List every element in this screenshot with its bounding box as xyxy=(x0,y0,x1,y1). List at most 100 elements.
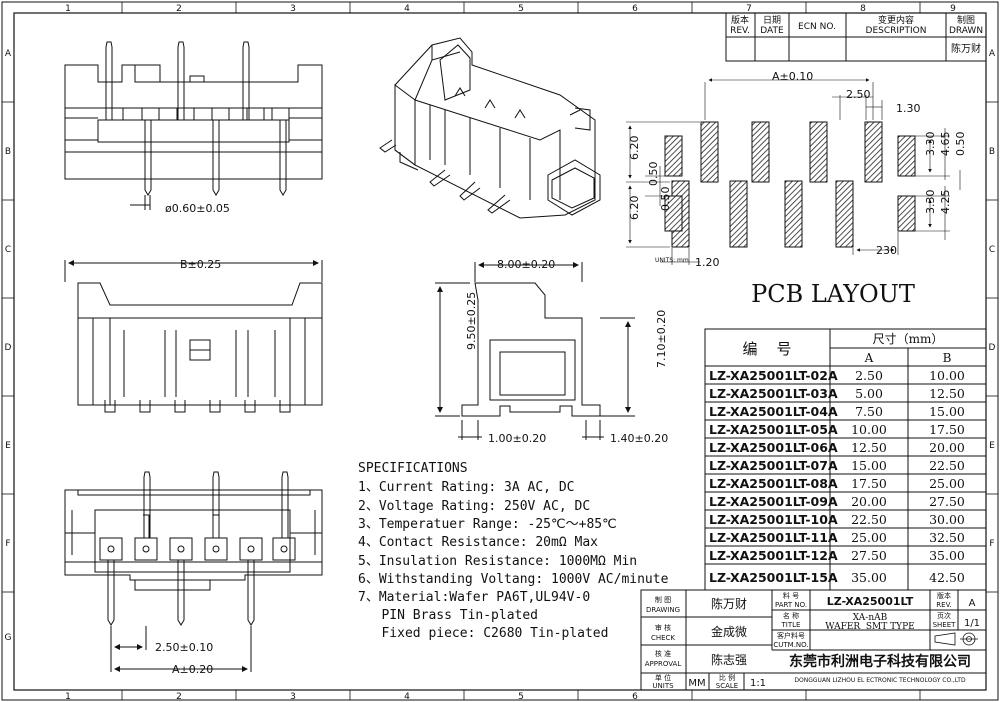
pcb-right-330-top: 3.30 xyxy=(924,132,937,157)
table-row-b: 27.50 xyxy=(929,494,965,509)
side-height-dim: 9.50±0.25 xyxy=(465,292,478,350)
col-label: 3 xyxy=(290,692,296,702)
rev-value: A xyxy=(969,598,976,609)
sheet-cn: 页次 xyxy=(937,611,951,620)
table-row-pn: LZ-XA25001LT-04A xyxy=(709,404,838,419)
pcb-left-bot-height: 6.20 xyxy=(628,196,641,221)
table-row-a: 2.50 xyxy=(855,368,883,383)
side-width-dim: 8.00±0.20 xyxy=(497,258,555,271)
company-cn: 东莞市利洲电子科技有限公司 xyxy=(789,653,971,670)
pcb-layout: A±0.10 2.50 1.30 6.20 6.20 0.50 0.50 3.3… xyxy=(626,70,967,308)
table-header-size: 尺寸（mm） xyxy=(873,332,944,346)
anchor-pad xyxy=(664,195,683,232)
table-header-pn: 编 号 xyxy=(742,340,791,358)
table-row-a: 27.50 xyxy=(851,548,887,563)
row-label: D xyxy=(5,343,12,353)
b-dim: B±0.25 xyxy=(180,258,221,271)
table-row-pn: LZ-XA25001LT-10A xyxy=(709,512,838,527)
company-en: DONGGUAN LIZHOU EL ECTRONIC TECHNOLOGY C… xyxy=(794,677,966,684)
table-row-b: 25.00 xyxy=(929,476,965,491)
col-label: 2 xyxy=(176,692,182,702)
table-row-b: 20.00 xyxy=(929,440,965,455)
spec-line: 2、Voltage Rating: 250V AC, DC xyxy=(358,499,590,514)
title-en: TITLE xyxy=(781,621,801,629)
table-row-b: 32.50 xyxy=(929,530,965,545)
title-block: 制 图 DRAWING 审 核 CHECK 核 准 APPROVAL 单 位 U… xyxy=(640,589,987,691)
col-label: 7 xyxy=(746,4,752,14)
projection-symbol-icon xyxy=(934,632,978,646)
col-label: 6 xyxy=(632,692,638,702)
bottom-a-dim: A±0.20 xyxy=(172,663,213,676)
pcb-right-050: 0.50 xyxy=(954,132,967,157)
check-en: CHECK xyxy=(651,634,675,642)
row-label: E xyxy=(989,441,995,451)
row-label: B xyxy=(989,147,995,157)
table-row-pn: LZ-XA25001LT-06A xyxy=(709,440,838,455)
pcb-right-465: 4.65 xyxy=(939,132,952,157)
pcb-dim-lines xyxy=(626,78,961,265)
side-right-foot-dim: 1.40±0.20 xyxy=(610,432,668,445)
table-row-b: 15.00 xyxy=(929,404,965,419)
sheet-en: SHEET xyxy=(933,621,957,629)
spec-line: 4、Contact Resistance: 20mΩ Max xyxy=(358,535,598,550)
table-header-a: A xyxy=(864,351,874,365)
rev-cn: 版本 xyxy=(937,591,951,600)
bottom-view xyxy=(64,471,323,672)
table-row-pn: LZ-XA25001LT-07A xyxy=(709,458,838,473)
pad xyxy=(700,121,719,183)
col-label: 9 xyxy=(950,4,956,14)
row-label: B xyxy=(5,147,11,157)
drawn-by: 陈万财 xyxy=(951,42,981,55)
anchor-pad xyxy=(664,135,683,177)
table-row-a: 5.00 xyxy=(855,386,883,401)
row-label: A xyxy=(5,49,12,59)
pad xyxy=(809,121,828,183)
pcb-pitch: 2.50 xyxy=(846,88,871,101)
anchor-pad xyxy=(897,135,916,177)
table-row-pn: LZ-XA25001LT-05A xyxy=(709,422,838,437)
table-row-a: 7.50 xyxy=(855,404,883,419)
rev-en: REV. xyxy=(730,26,750,36)
scale-en: SCALE xyxy=(716,682,738,690)
approval-en: APPROVAL xyxy=(645,660,682,668)
pcb-bottom-120: 1.20 xyxy=(695,256,720,269)
spec-line: 3、Temperatuer Range: -25℃～+85℃ xyxy=(358,517,617,532)
pad xyxy=(729,180,748,248)
units-value: MM xyxy=(688,678,705,689)
bottom-pitch-dim: 2.50±0.10 xyxy=(155,641,213,654)
spec-line: 5、Insulation Resistance: 1000MΩ Min xyxy=(358,554,637,569)
col-label: 1 xyxy=(65,4,71,14)
col-label: 3 xyxy=(290,4,296,14)
col-label: 8 xyxy=(860,4,866,14)
scale-cn: 比 例 xyxy=(719,673,735,682)
row-label: A xyxy=(989,49,996,59)
col-label: 2 xyxy=(176,4,182,14)
pin-diameter-dim: ø0.60±0.05 xyxy=(165,202,230,215)
table-row-b: 42.50 xyxy=(929,570,965,585)
row-label: E xyxy=(5,441,11,451)
top-view xyxy=(64,41,323,210)
partno-cn: 料 号 xyxy=(783,591,799,600)
row-label: D xyxy=(989,343,996,353)
table-row-a: 17.50 xyxy=(851,476,887,491)
units-en: UNITS xyxy=(652,682,674,690)
table-header-b: B xyxy=(943,351,952,365)
col-label: 4 xyxy=(404,4,410,14)
col-label: 5 xyxy=(518,692,524,702)
table-row-a: 35.00 xyxy=(851,570,887,585)
title-value-2: WAFER SMT TYPE xyxy=(825,622,914,632)
approval-cn: 核 准 xyxy=(655,649,671,658)
partno-en: PART NO. xyxy=(775,601,807,609)
partno-value: LZ-XA25001LT xyxy=(827,595,914,608)
pcb-right-330-bot: 3.30 xyxy=(924,190,937,215)
revision-block: 版本 REV. 日期 DATE ECN NO. 变更内容 DESCRIPTION… xyxy=(725,12,987,62)
custno-cn: 客户料号 xyxy=(777,631,805,640)
front-view xyxy=(64,260,323,413)
units-cn: 单 位 xyxy=(655,673,671,682)
pcb-right-425: 4.25 xyxy=(939,190,952,215)
table-row-pn: LZ-XA25001LT-03A xyxy=(709,386,838,401)
table-row-b: 12.50 xyxy=(929,386,965,401)
spec-line: 1、Current Rating: 3A AC, DC xyxy=(358,480,575,495)
